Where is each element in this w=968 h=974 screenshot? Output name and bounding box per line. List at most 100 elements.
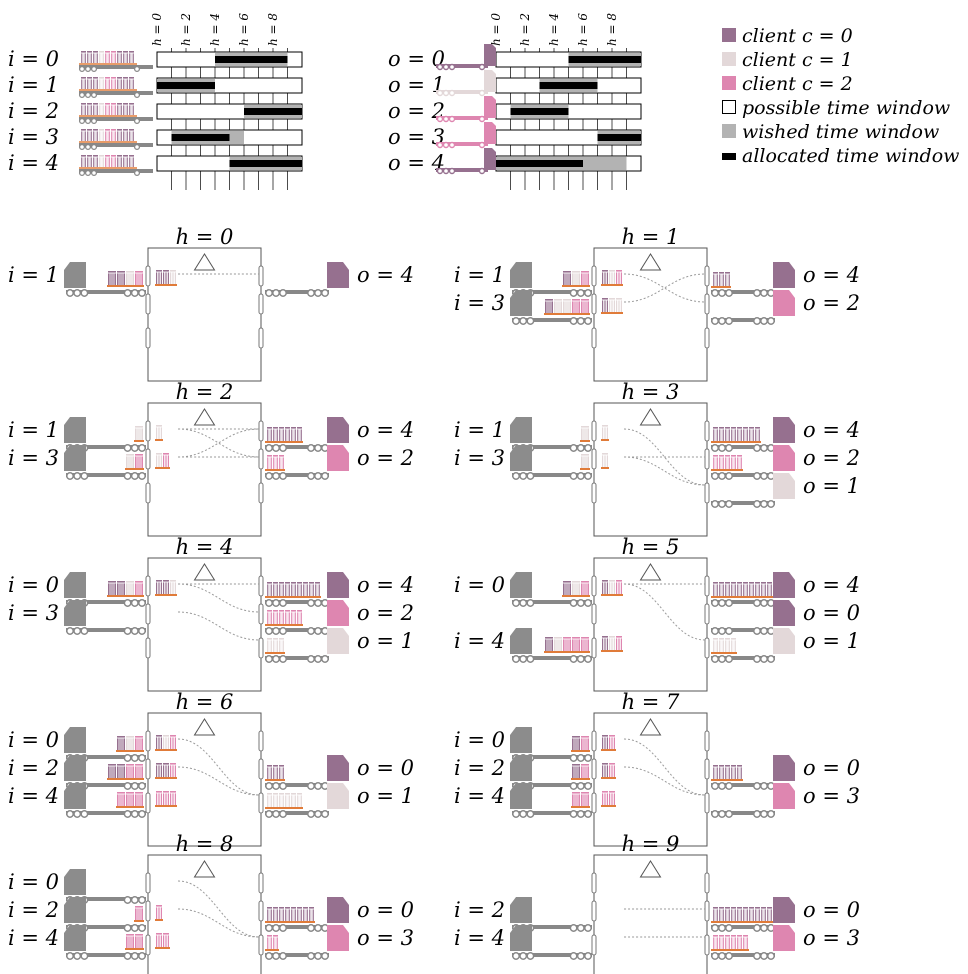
inbound-label: i = 2 <box>454 898 505 922</box>
truck-wheel <box>760 627 768 635</box>
allocated-window <box>510 108 569 115</box>
truck-wheel <box>279 289 287 297</box>
truck-wheel <box>78 143 86 151</box>
truck-wheel <box>512 655 520 663</box>
truck-wheel <box>760 952 768 960</box>
truck-wheel <box>576 444 585 452</box>
outbound-door <box>258 934 264 956</box>
truck-wheel <box>272 599 280 607</box>
truck-wheel <box>265 627 273 635</box>
truck-wheel <box>760 599 768 607</box>
inbound-label: i = 3 <box>8 446 59 470</box>
truck-wheel <box>138 444 146 452</box>
truck-wheel <box>138 810 146 818</box>
inbound-door <box>145 730 151 752</box>
transfer-link <box>177 583 260 613</box>
truck-wheel <box>66 952 74 960</box>
truck-wheel <box>526 599 535 607</box>
outbound-truck <box>711 897 795 932</box>
truck-wheel <box>753 444 761 452</box>
outbound-label: o = 1 <box>803 629 860 653</box>
inbound-door <box>591 872 597 894</box>
outbound-door <box>258 900 264 922</box>
truck-wheel <box>576 655 585 663</box>
truck-wheel <box>519 599 528 607</box>
outbound-door <box>704 448 710 470</box>
tick-label: h = 0 <box>150 13 164 46</box>
outbound-truck <box>711 473 795 508</box>
truck-wheel <box>314 952 322 960</box>
truck-wheel <box>711 924 719 932</box>
truck-wheel <box>436 141 444 149</box>
outbound-truck <box>711 572 795 607</box>
truck-wheel <box>711 289 719 297</box>
outbound-cab <box>484 148 496 170</box>
outbound-row-label: o = 1 <box>388 73 445 97</box>
truck-wheel <box>84 169 92 177</box>
truck-wheel <box>80 810 89 818</box>
truck-wheel <box>718 924 726 932</box>
truck-wheel <box>133 143 141 151</box>
truck-wheel <box>73 810 82 818</box>
hour-title: h = 7 <box>622 690 680 714</box>
truck-wheel <box>584 655 592 663</box>
truck-wheel <box>718 782 726 790</box>
hour-title: h = 1 <box>622 225 680 249</box>
truck-cab <box>510 783 532 809</box>
inbound-label: i = 4 <box>8 784 59 808</box>
truck-wheel <box>526 655 535 663</box>
truck-wheel <box>718 500 726 508</box>
truck-wheel <box>760 500 768 508</box>
inbound-truck <box>510 572 592 607</box>
hour-title: h = 0 <box>176 225 234 249</box>
truck-wheel <box>767 317 775 325</box>
truck-wheel <box>80 627 89 635</box>
outbound-door <box>258 448 264 470</box>
inbound-door <box>591 482 597 504</box>
truck-wheel <box>569 782 578 790</box>
truck-wheel <box>307 444 315 452</box>
truck-wheel <box>569 754 578 762</box>
outbound-label: o = 0 <box>357 898 414 922</box>
truck-wheel <box>760 289 768 297</box>
truck-wheel <box>519 810 528 818</box>
truck-cab <box>510 290 532 316</box>
truck-wheel <box>307 952 315 960</box>
truck-wheel <box>584 952 592 960</box>
truck-wheel <box>130 782 139 790</box>
truck-wheel <box>130 754 139 762</box>
truck-wheel <box>279 782 287 790</box>
truck-wheel <box>512 472 520 480</box>
tick-label: h = 2 <box>518 13 532 46</box>
truck-cab <box>64 925 86 951</box>
depot-marker <box>639 253 662 271</box>
inbound-door <box>145 900 151 922</box>
truck-wheel <box>576 924 585 932</box>
truck-wheel <box>307 599 315 607</box>
truck-wheel <box>767 655 775 663</box>
truck-wheel <box>73 627 82 635</box>
truck-wheel <box>272 924 280 932</box>
inbound-label: i = 2 <box>8 756 59 780</box>
outbound-door <box>704 420 710 442</box>
truck-wheel <box>478 141 486 149</box>
inbound-row-label: i = 1 <box>8 73 59 97</box>
truck-wheel <box>711 810 719 818</box>
truck-wheel <box>767 500 775 508</box>
inbound-label: i = 0 <box>8 728 59 752</box>
outbound-door <box>258 482 264 504</box>
inbound-door <box>145 293 151 315</box>
truck-wheel <box>760 317 768 325</box>
inbound-chassis <box>79 65 153 69</box>
truck-wheel <box>725 317 733 325</box>
transfer-link <box>177 766 260 796</box>
inbound-truck <box>510 783 592 818</box>
outbound-truck <box>711 600 795 635</box>
truck-wheel <box>123 627 132 635</box>
truck-cab <box>510 445 532 471</box>
outbound-label: o = 0 <box>803 898 860 922</box>
hour-title: h = 9 <box>622 832 680 856</box>
transfer-link <box>177 908 260 938</box>
truck-wheel <box>272 472 280 480</box>
